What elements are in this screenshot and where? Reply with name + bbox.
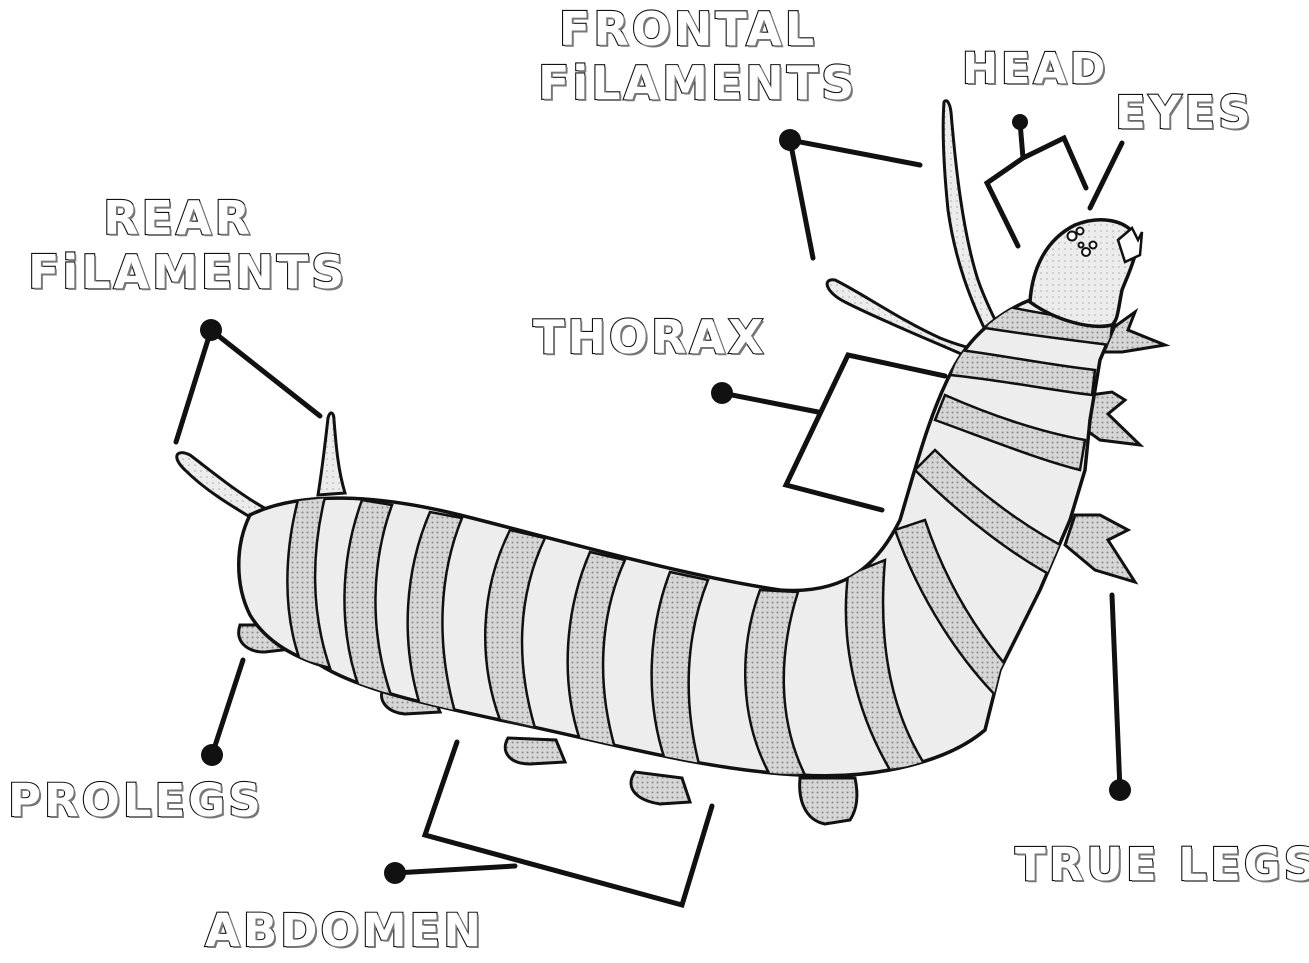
eyes-leader xyxy=(1090,143,1122,208)
head-dot xyxy=(1012,114,1028,130)
rear-filaments-leader xyxy=(176,330,320,442)
frontal-filament-side xyxy=(827,280,980,360)
label-frontal-line2: FiLAMENTS xyxy=(538,60,838,106)
label-abdomen: ABDOMEN xyxy=(205,908,484,953)
abdomen-dot xyxy=(384,862,406,884)
label-eyes: EYES xyxy=(1115,90,1253,135)
proleg-3 xyxy=(505,738,565,764)
true-legs-leader xyxy=(1112,595,1120,790)
proleg-5 xyxy=(800,778,857,824)
label-prolegs: PROLEGS xyxy=(8,778,264,823)
abdomen-leader xyxy=(395,742,712,905)
caterpillar-head xyxy=(1030,220,1136,326)
frontal-filaments-dot xyxy=(779,129,801,151)
label-rear-filaments: REAR FiLAMENTS xyxy=(28,195,328,295)
rear-filaments-dot xyxy=(200,319,222,341)
label-true-legs: TRUE LEGS xyxy=(1015,842,1309,887)
frontal-filament-top xyxy=(943,101,1005,340)
prolegs-dot xyxy=(201,744,223,766)
rear-filament-top xyxy=(318,413,345,495)
true-legs-dot xyxy=(1109,779,1131,801)
frontal-filaments-leader xyxy=(790,140,920,258)
label-head: HEAD xyxy=(962,48,1108,91)
prolegs-leader xyxy=(212,660,243,755)
label-rear-line1: REAR xyxy=(28,195,328,241)
proleg-4 xyxy=(631,772,690,804)
label-rear-line2: FiLAMENTS xyxy=(28,249,328,295)
label-frontal-line1: FRONTAL xyxy=(538,6,838,52)
label-frontal-filaments: FRONTAL FiLAMENTS xyxy=(538,6,838,106)
true-leg-3 xyxy=(1065,515,1135,582)
rear-filament-left xyxy=(177,453,268,520)
label-thorax: THORAX xyxy=(533,314,766,360)
thorax-dot xyxy=(711,382,733,404)
